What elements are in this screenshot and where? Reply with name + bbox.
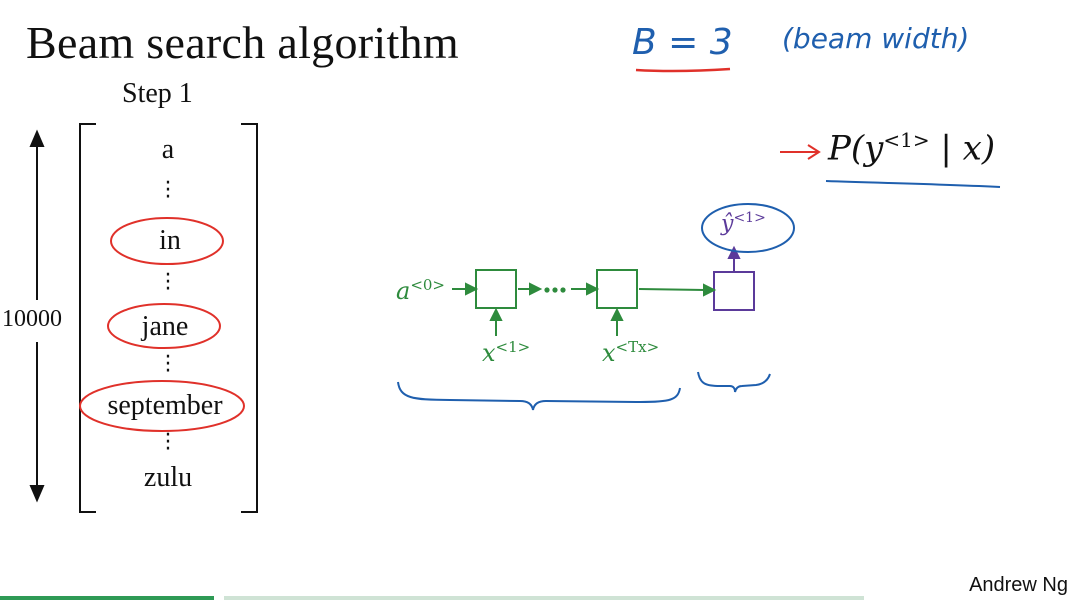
prob-underline — [825, 180, 1001, 188]
vertical-ellipsis: ··· — [164, 171, 172, 210]
circle-september — [79, 380, 245, 432]
vocab-word-zulu: zulu — [143, 462, 193, 493]
a0-label: a<0> — [396, 276, 445, 305]
xtx-label: x<Tx> — [602, 338, 660, 367]
x1-label: x<1> — [482, 338, 531, 367]
beam-width-note: (beam width) — [782, 22, 970, 55]
vocab-size-label: 10000 — [2, 306, 62, 332]
left-bracket — [79, 123, 96, 513]
vocab-word-in: in — [159, 225, 181, 256]
slide-title: Beam search algorithm — [26, 17, 459, 68]
progress-bar-right — [224, 596, 864, 600]
decoder-brace — [697, 371, 771, 393]
beam-underline — [635, 67, 731, 73]
decoder-cell — [713, 271, 755, 311]
step-label: Step 1 — [122, 78, 193, 109]
vocab-word-september: september — [107, 390, 223, 421]
vocab-word-jane: jane — [141, 311, 189, 342]
beam-width-value: B = 3 — [632, 22, 733, 63]
vertical-ellipsis: ··· — [164, 263, 172, 302]
rnn-cell-tx — [596, 269, 638, 309]
circle-jane — [107, 303, 221, 349]
circle-in — [110, 217, 224, 265]
rnn-cell-1 — [475, 269, 517, 309]
encoder-brace — [397, 381, 681, 411]
decoder-output-arrow — [727, 245, 741, 272]
yhat-circle — [701, 203, 795, 253]
yhat-label: ŷ<1> — [721, 210, 766, 237]
rnn-arrows — [452, 282, 717, 336]
vocab-size-arrow — [29, 129, 45, 503]
vertical-ellipsis: ··· — [164, 423, 172, 462]
prob-arrow — [780, 144, 821, 160]
vertical-ellipsis: ··· — [164, 345, 172, 384]
right-bracket — [241, 123, 258, 513]
progress-bar-left — [0, 596, 214, 600]
vocab-word-a: a — [161, 134, 175, 165]
probability-formula: P(y<1> | x) — [828, 128, 996, 169]
author-credit: Andrew Ng — [969, 574, 1068, 596]
